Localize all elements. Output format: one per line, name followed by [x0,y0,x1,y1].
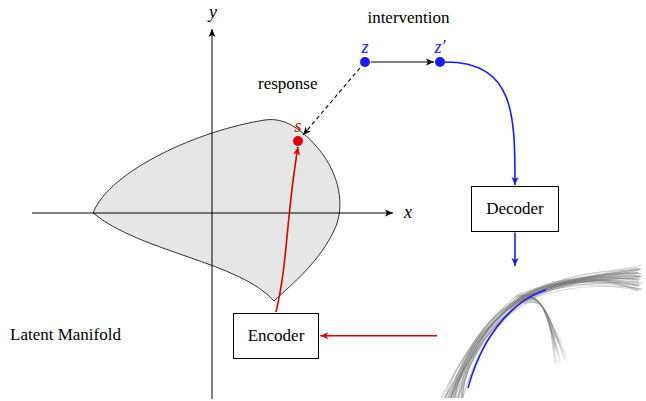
edge-label: intervention [367,9,449,28]
sample-trace [461,282,642,398]
point-dot [435,57,445,67]
sample-trace [462,286,643,398]
sample-trace [445,277,639,398]
sample-trace [445,277,639,398]
sample-trace [446,268,637,398]
sample-trace [519,295,555,347]
sample-trace [453,265,642,398]
response-point: s [293,117,303,146]
sample-trace [458,278,641,398]
edge-label: response [258,75,317,94]
sample-trace [461,271,638,398]
box-label: Decoder [486,199,544,218]
sample-highlight [468,290,546,388]
sample-trace [442,273,641,398]
point-dot [360,57,370,67]
decoder-box: Decoder [471,186,559,232]
latent-point: z [360,38,370,67]
sample-trace [445,279,637,398]
axis-label: y [209,3,217,23]
box-label: Encoder [248,326,305,345]
sample-trace [450,280,640,398]
y-axis [212,29,213,399]
sample-trace [463,277,640,398]
sample-trace [515,295,556,338]
axis-label: x [404,203,412,223]
decoded-sample [441,265,643,398]
point-label: z′ [435,38,446,56]
connector [276,147,298,312]
sample-trace [454,272,638,398]
point-label: s [293,117,303,135]
sample-trace [520,297,556,351]
connector [445,62,515,185]
sample-trace [444,281,641,398]
encoder-box: Encoder [233,313,320,359]
point-label: z [360,38,370,56]
sample-trace [447,280,640,398]
point-dot [293,136,303,146]
latent-manifold [93,120,340,301]
sample-trace [441,274,640,398]
decode-arrow [514,233,516,266]
sample-trace [458,282,638,398]
sample-trace [463,285,639,398]
pipeline-arrows [320,233,515,336]
sample-trace [447,276,642,398]
region-label: Latent Manifold [10,326,121,345]
sample-trace [462,278,638,398]
connector [371,61,434,62]
intervened-point: z′ [435,38,446,67]
encode-arrow [320,335,437,337]
